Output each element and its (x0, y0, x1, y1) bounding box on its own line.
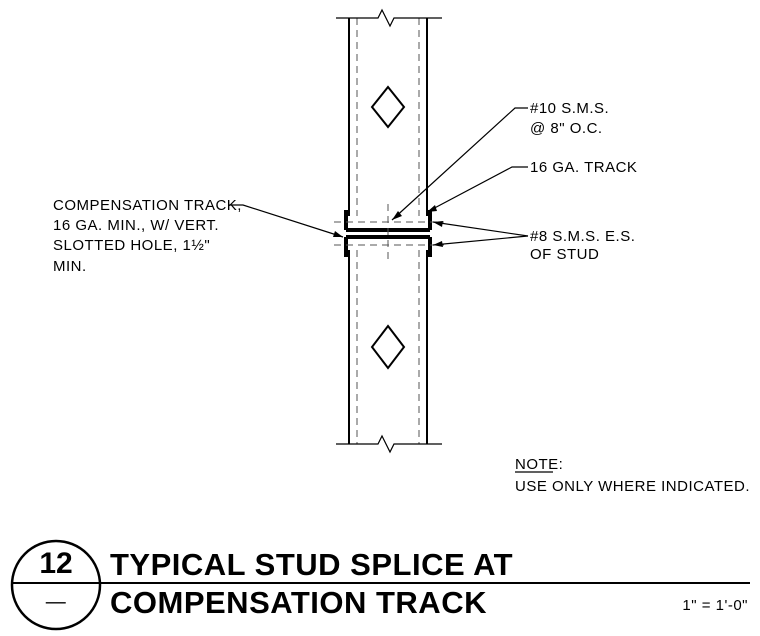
stud-lower (348, 250, 428, 444)
callout-screw-side-line2: OF STUD (530, 246, 599, 263)
callout-compensation-line3: SLOTTED HOLE, 1½" (53, 237, 210, 254)
callout-compensation-line1: COMPENSATION TRACK, (53, 197, 242, 214)
detail-number: 12 (39, 547, 72, 580)
screw-centerlines (334, 204, 444, 262)
callout-screw-top-line1: #10 S.M.S. (530, 100, 609, 117)
knockout-diamond-upper (370, 85, 406, 129)
sheet-reference: — (46, 591, 67, 613)
title-line1: TYPICAL STUD SPLICE AT (110, 547, 513, 582)
scale-label: 1" = 1'-0" (682, 597, 748, 614)
stud-upper (348, 18, 428, 216)
callout-screw-top-line2: @ 8" O.C. (530, 120, 603, 137)
callout-compensation-line2: 16 GA. MIN., W/ VERT. (53, 217, 219, 234)
break-line-bottom (336, 434, 442, 454)
break-line-top (336, 8, 442, 28)
note-heading: NOTE: (515, 456, 563, 473)
knockout-diamond-lower (370, 324, 406, 370)
leader-track (426, 166, 528, 213)
leader-compensation (229, 204, 344, 238)
callout-compensation-line4: MIN. (53, 258, 87, 275)
leader-screw-top (391, 107, 528, 221)
title-line2: COMPENSATION TRACK (110, 585, 487, 620)
detail-bubble (10, 539, 102, 631)
callout-track: 16 GA. TRACK (530, 159, 637, 176)
leader-screw-side (432, 221, 529, 247)
callout-screw-side-line1: #8 S.M.S. E.S. (530, 228, 635, 245)
note-text: USE ONLY WHERE INDICATED. (515, 478, 750, 495)
